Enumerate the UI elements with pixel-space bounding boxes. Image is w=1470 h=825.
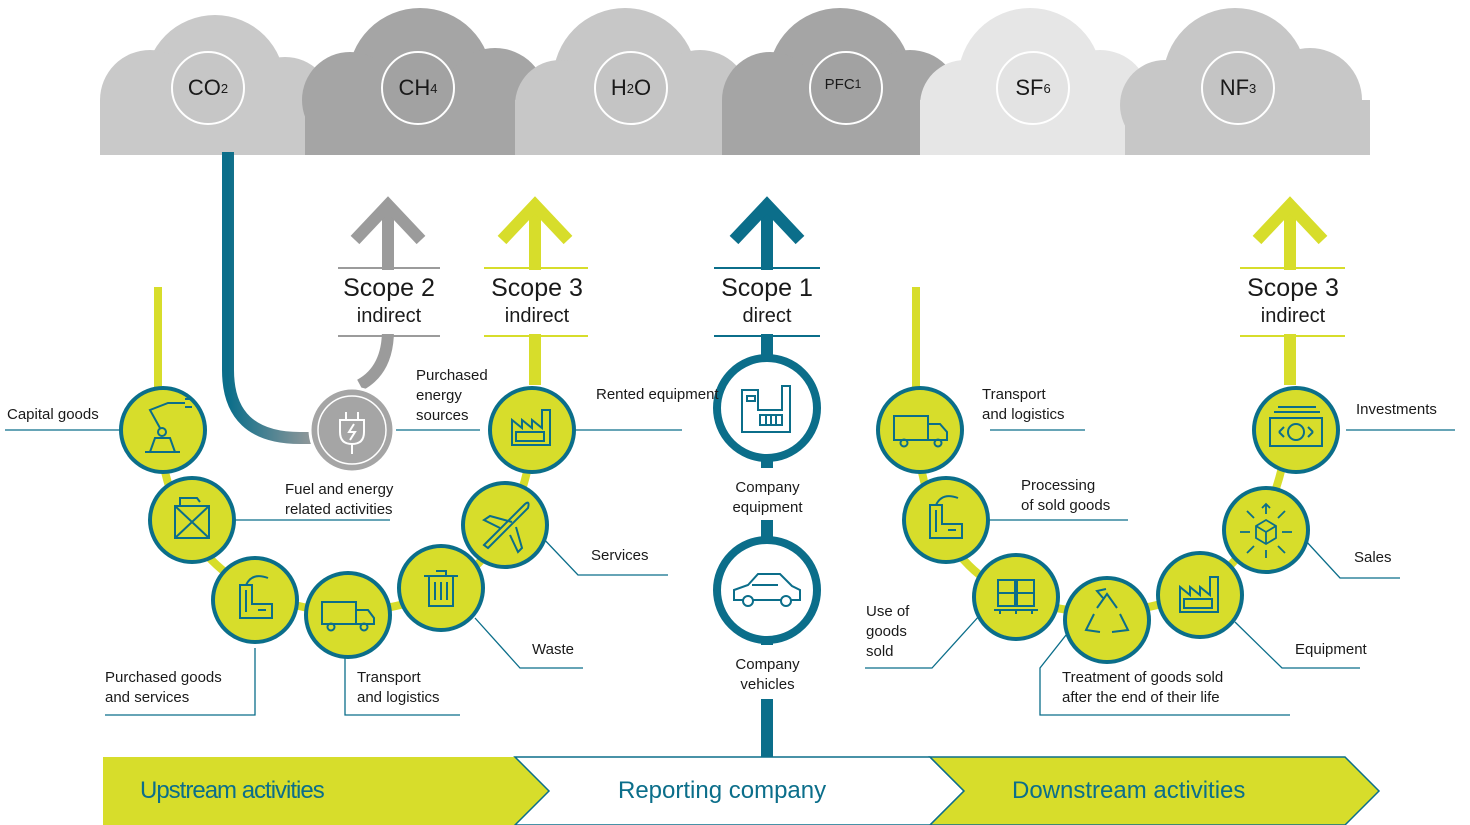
scope3-downstream-label: Scope 3 indirect [1223, 273, 1363, 329]
capital-goods-node [119, 386, 207, 474]
trash-icon [424, 570, 458, 607]
robot-arm-icon [145, 398, 192, 453]
downstream-band-shape [928, 756, 1381, 825]
cloud-sf6-ring [996, 51, 1070, 125]
cloud-co2-ring [171, 51, 245, 125]
truck-icon [893, 415, 948, 448]
truck-icon [321, 601, 375, 632]
scope2-subtitle: indirect [356, 305, 422, 327]
scope2-title: Scope 2 [343, 274, 435, 302]
scope2-label: Scope 2 indirect [319, 273, 459, 329]
upstream-band-shape [103, 757, 549, 825]
processing-node [902, 476, 990, 564]
upstream-band-label: Upstream activities [140, 777, 325, 804]
cloud-pfc-ring [809, 51, 883, 125]
building-icon [741, 385, 791, 433]
co2-return-line [222, 152, 318, 444]
plug-icon [339, 412, 365, 454]
downstream-band-label: Downstream activities [1012, 777, 1246, 804]
scope3-upstream-title: Scope 3 [491, 274, 583, 302]
transport-downstream-label: Transport and logistics [982, 386, 1065, 423]
cube-arrows-icon [1240, 502, 1292, 558]
investments-label: Investments [1356, 401, 1437, 418]
factory-icon [929, 495, 963, 539]
company-equipment-node [713, 354, 821, 462]
company-vehicles-label: Company vehicles [735, 656, 800, 693]
sales-node [1222, 486, 1310, 574]
scope1-label: Scope 1 direct [697, 273, 837, 329]
scope1-title: Scope 1 [721, 274, 813, 302]
factory-roof-icon [511, 409, 551, 446]
cloud-h2o [515, 8, 750, 155]
factory-roof-icon [1179, 576, 1219, 613]
transport-upstream-label: Transport and logistics [357, 669, 440, 706]
scope3-upstream-subtitle: indirect [504, 305, 570, 327]
processing-label: Processing of sold goods [1021, 477, 1111, 514]
factory-icon [239, 575, 273, 619]
use-of-goods-label: Use of goods sold [866, 603, 910, 660]
scope3-upstream-label: Scope 3 indirect [467, 273, 607, 329]
transport-downstream-node [876, 386, 964, 474]
sales-label: Sales [1354, 549, 1392, 566]
capital-goods-label: Capital goods [7, 406, 99, 423]
purchased-goods-label: Purchased goods and services [105, 669, 222, 706]
cloud-h2o-ring [594, 51, 668, 125]
scope3-downstream-title: Scope 3 [1247, 274, 1339, 302]
purchased-energy-label: Purchased energy sources [416, 367, 488, 424]
purchased-goods-node [211, 556, 299, 644]
fuel-energy-label: Fuel and energy related activities [285, 481, 394, 518]
crate-icon [174, 497, 210, 539]
cloud-nf3-ring [1201, 51, 1275, 125]
rented-equipment-node [488, 386, 576, 474]
treatment-node [1063, 576, 1151, 664]
car-icon [733, 573, 801, 607]
reporting-band-label: Reporting company [618, 777, 827, 804]
purchased-energy-node [308, 386, 396, 474]
pallet-icon [994, 579, 1038, 614]
cloud-sf6 [920, 8, 1150, 155]
transport-upstream-node [304, 571, 392, 659]
treatment-label: Treatment of goods sold after the end of… [1062, 669, 1224, 706]
equipment-downstream-label: Equipment [1295, 641, 1367, 658]
scope2-arrow [350, 196, 426, 270]
recycle-icon [1084, 588, 1130, 633]
company-vehicles-node [713, 536, 821, 644]
company-equipment-label: Company equipment [732, 479, 803, 516]
fuel-energy-node [148, 476, 236, 564]
downstream-track [912, 287, 1294, 617]
scope3-downstream-subtitle: indirect [1260, 305, 1326, 327]
waste-label: Waste [532, 641, 574, 658]
services-label: Services [591, 547, 649, 564]
plane-icon [482, 501, 530, 554]
investments-node [1252, 386, 1340, 474]
scope1-subtitle: direct [742, 305, 792, 327]
cloud-ch4-ring [381, 51, 455, 125]
money-icon [1269, 406, 1323, 447]
scope-label-rules [338, 267, 1345, 337]
rented-equipment-label: Rented equipment [596, 386, 719, 403]
